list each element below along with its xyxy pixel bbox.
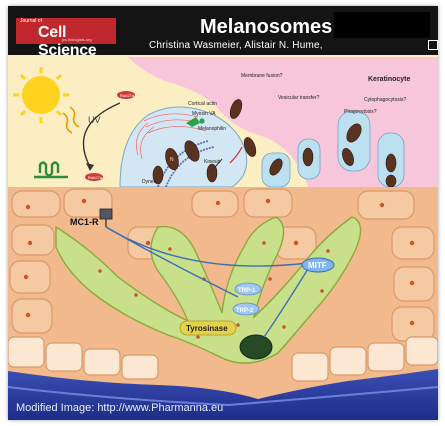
melanosome-transport-diagram: UV Rab27a Rab27a Keratinocyte [8,55,438,187]
figure-title: Melanosomes [200,16,333,38]
cytophagocytosis-label: Cytophagocytosis? [364,97,406,103]
journal-url: jcs.biologists.org [62,37,92,42]
dynein-label: Dynein [142,179,158,185]
phagocytosis-label: Phagocytosis? [344,109,377,115]
melanosome-n-marker: N [170,157,174,163]
rab27a-badge-bottom [85,173,103,181]
skin-melanogenesis-diagram: MC1-R MITF TRP-1 TRP-2 Tyrosinase [8,187,438,420]
mc1r-receptor-icon [99,208,113,227]
dermis-wave [8,386,438,407]
melanosomes-melanocyte [152,140,218,185]
trp2-label: TRP-2 [236,308,254,314]
tyrosinase-badge [179,320,237,336]
rab27a-label-1: Rab27a [120,93,135,98]
rab27a-label-2: Rab27a [88,175,103,180]
basal-keratinocytes [8,336,438,382]
tyrosinase-label: Tyrosinase [186,324,228,333]
receptor-coil-icon [34,161,68,179]
myosin-va-label: Myosin VA [192,111,216,117]
rab27a-badge-top [117,91,135,99]
image-credit: Modified Image: http://www.Pharmanna.eu [16,402,224,414]
keratinocyte-label: Keratinocyte [368,76,411,83]
signal-arrow [82,102,121,168]
mc1r-label: MC1-R [70,217,99,227]
trp1-label: TRP-1 [238,288,256,294]
journal-name: Cell Science [38,24,97,59]
dermis-layer [8,369,438,420]
cortical-actin-lines [136,113,207,160]
signal-arrowhead [86,163,94,171]
journal-logo: Journal of Cell Science jcs.biologists.o… [16,18,116,59]
keratinocyte-cells [9,188,435,342]
mitf-badge [301,257,335,273]
melanin-granules [23,198,415,339]
sun-icon [13,67,69,123]
authors-line: Christina Wasmeier, Alistair N. Hume, [149,40,323,51]
melanosomes-keratinocyte [229,99,397,187]
uv-rays [62,106,80,134]
corner-glyph-icon [428,40,438,50]
membrane-fusion-label: Membrane fusion? [241,73,283,79]
melanocyte-nucleus [239,334,273,360]
kinesin-arrow [209,158,223,174]
vesicular-transfer-label: Vesicular transfer? [278,95,320,101]
journal-prefix: Journal of [20,18,42,24]
title-mask [334,12,430,38]
mitf-label: MITF [308,261,327,270]
cortical-actin-label: Cortical actin [188,101,217,107]
kinesin-label: Kinesin [204,159,221,165]
myosin-motor-icon [186,117,205,127]
trp2-badge [232,302,260,316]
header-bar: Journal of Cell Science jcs.biologists.o… [8,6,438,59]
transfer-arrow [229,146,243,164]
trp1-badge [234,282,262,296]
melanophilin-label: Melanophilin [198,126,226,132]
mitf-to-nucleus-arrow [263,268,309,338]
mitf-signal-arrow [105,226,309,267]
figure-frame: Journal of Cell Science jcs.biologists.o… [8,6,438,420]
